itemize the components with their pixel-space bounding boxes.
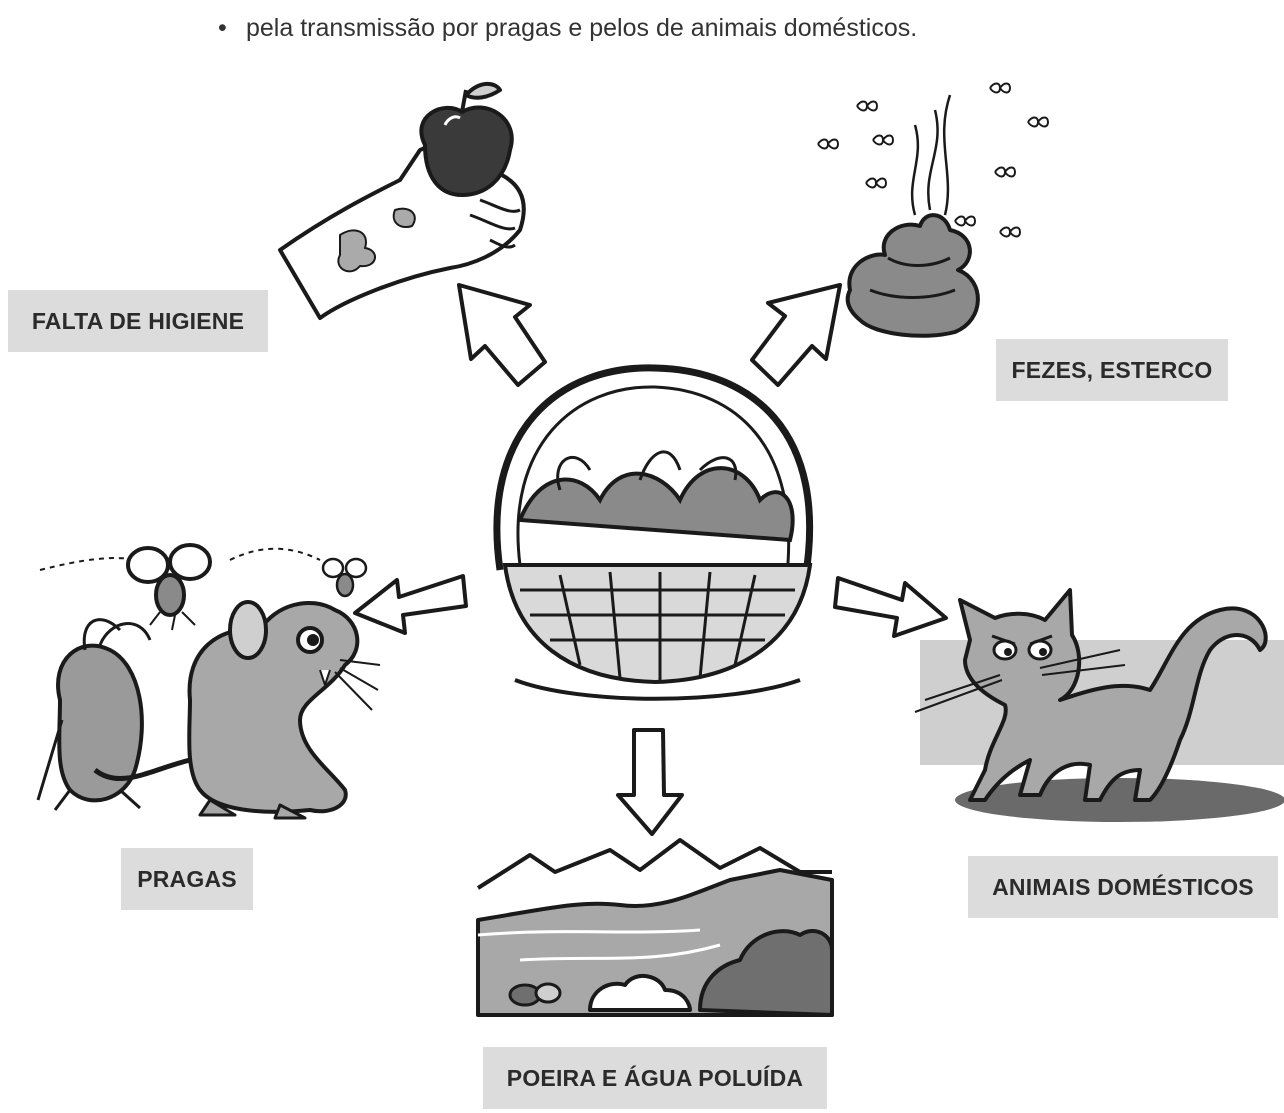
arrow-to-poeira	[618, 730, 682, 834]
cat-shadow	[955, 778, 1284, 822]
label-pragas: PRAGAS	[121, 848, 253, 910]
landscape-polluted-water-illustration	[473, 840, 835, 1020]
arrow-to-fezes	[752, 285, 840, 385]
cockroach-icon	[38, 620, 150, 810]
dirty-hand-apple-illustration	[280, 84, 524, 318]
fly-large-icon	[128, 545, 210, 630]
label-fezes-esterco: FEZES, ESTERCO	[996, 339, 1228, 401]
arrow-to-pragas	[355, 576, 466, 633]
label-falta-de-higiene: FALTA DE HIGIENE	[8, 290, 268, 352]
arrow-to-falta-higiene	[459, 285, 545, 385]
pests-illustration	[38, 545, 380, 818]
label-animais-domesticos: ANIMAIS DOMÉSTICOS	[968, 856, 1278, 918]
feces-flies-illustration	[818, 84, 1048, 336]
fly-small-icon	[323, 559, 366, 596]
vegetable-basket-illustration	[497, 368, 810, 699]
cat-illustration	[915, 590, 1284, 822]
label-poeira-agua-poluida: POEIRA E ÁGUA POLUÍDA	[483, 1047, 827, 1109]
arrow-to-animais	[835, 578, 946, 636]
